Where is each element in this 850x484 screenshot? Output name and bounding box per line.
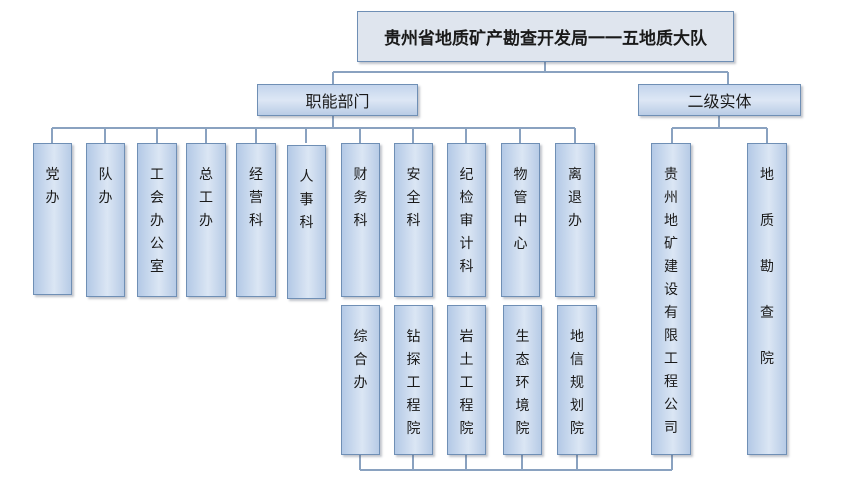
unit-party-office: 党 办 — [33, 143, 72, 295]
unit-team-office: 队 办 — [86, 143, 125, 297]
unit-drilling-institute: 钻 探 工 程 院 — [394, 305, 433, 455]
group-functional-label: 职能部门 — [305, 92, 370, 111]
unit-finance-dept: 财 务 科 — [341, 143, 380, 297]
unit-safety-dept: 安 全 科 — [394, 143, 433, 297]
group-functional-box: 职能部门 — [257, 84, 418, 116]
org-title: 贵州省地质矿产勘查开发局一一五地质大队 — [384, 29, 707, 49]
unit-materials-center: 物 管 中 心 — [501, 143, 540, 297]
unit-retirement-office: 离 退 办 — [555, 143, 595, 297]
unit-general-office: 综 合 办 — [341, 305, 380, 455]
unit-business-dept: 经 营 科 — [236, 143, 276, 297]
entity-geological-survey-institute: 地 质 勘 查 院 — [747, 143, 787, 455]
group-entities-label: 二级实体 — [687, 92, 752, 111]
unit-chief-engineer-office: 总 工 办 — [186, 143, 226, 297]
unit-hr-dept: 人 事 科 — [287, 145, 326, 299]
entity-construction-company: 贵 州 地 矿 建 设 有 限 工 程 公 司 — [651, 143, 691, 455]
unit-geoinfo-planning-institute: 地 信 规 划 院 — [557, 305, 597, 455]
unit-union-office: 工 会 办 公 室 — [137, 143, 177, 297]
unit-geotech-institute: 岩 土 工 程 院 — [447, 305, 486, 455]
unit-discipline-audit-dept: 纪 检 审 计 科 — [447, 143, 486, 297]
unit-eco-env-institute: 生 态 环 境 院 — [503, 305, 542, 455]
org-title-box: 贵州省地质矿产勘查开发局一一五地质大队 — [357, 11, 734, 62]
group-entities-box: 二级实体 — [638, 84, 801, 116]
